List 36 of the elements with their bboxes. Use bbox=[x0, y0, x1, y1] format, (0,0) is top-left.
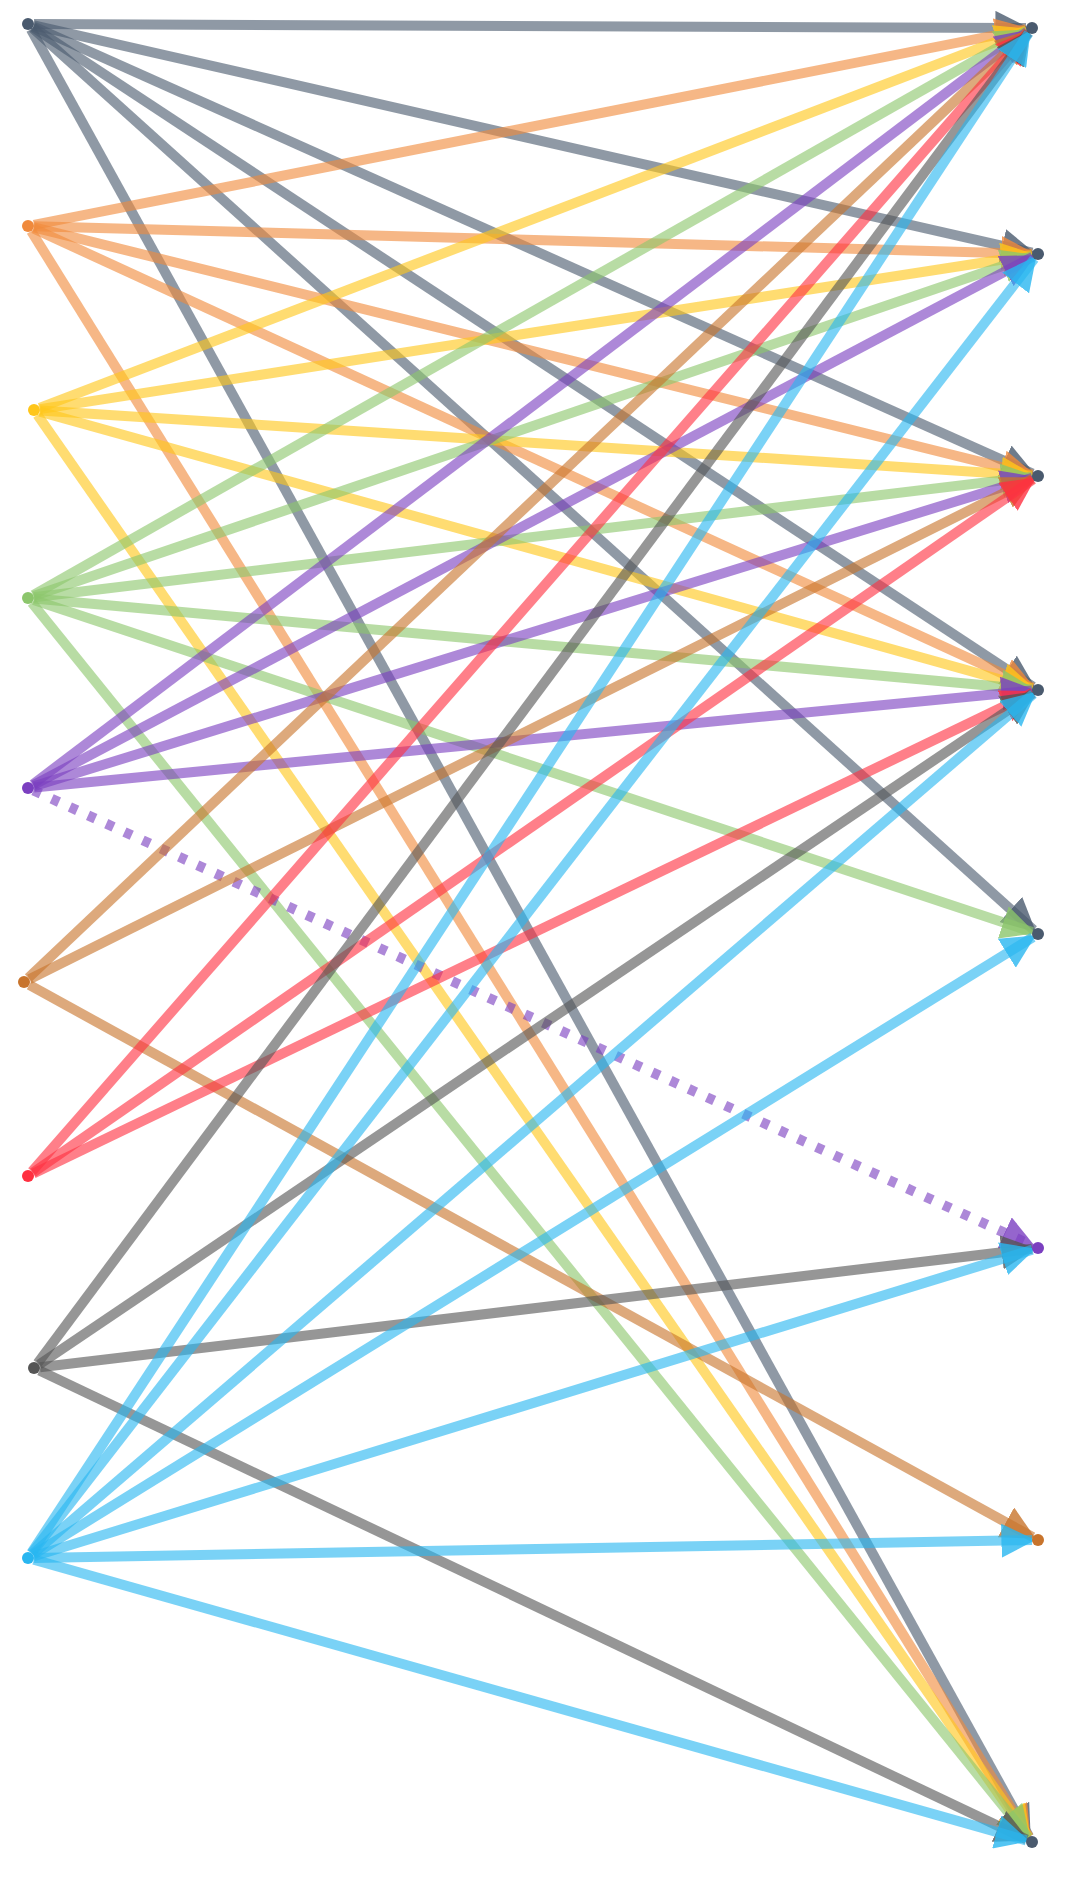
point-dot bbox=[22, 1552, 34, 1564]
arrow bbox=[32, 1554, 1030, 1849]
arrow bbox=[33, 676, 1036, 793]
point-dot bbox=[1032, 1534, 1044, 1546]
point-dot bbox=[1032, 1242, 1044, 1254]
arrow bbox=[32, 249, 1036, 601]
arrow bbox=[32, 470, 1036, 791]
arrow bbox=[32, 1242, 1036, 1561]
arrow bbox=[33, 593, 1036, 704]
point-dot bbox=[18, 976, 30, 988]
point-dot bbox=[1032, 470, 1044, 482]
point-dot bbox=[22, 782, 34, 794]
point-dot bbox=[22, 1170, 34, 1182]
point-dot bbox=[1026, 1836, 1038, 1848]
arrow bbox=[32, 595, 1036, 939]
arrow bbox=[29, 690, 1037, 1558]
point-dot bbox=[22, 18, 34, 30]
point-dot bbox=[28, 1362, 40, 1374]
point-dot bbox=[28, 404, 40, 416]
dotted-arrow bbox=[31, 785, 1036, 1251]
point-dot bbox=[1032, 684, 1044, 696]
arrow bbox=[30, 475, 1036, 1177]
arrow bbox=[33, 463, 1036, 603]
arrow bbox=[27, 255, 1039, 1557]
point-dot bbox=[22, 592, 34, 604]
arrow bbox=[39, 1235, 1036, 1373]
arrow bbox=[36, 689, 1036, 1369]
arrow bbox=[31, 688, 1036, 1178]
point-dot bbox=[1032, 248, 1044, 260]
point-dot bbox=[1026, 22, 1038, 34]
point-dot bbox=[1032, 928, 1044, 940]
arrow bbox=[37, 1366, 1030, 1844]
arrow bbox=[27, 474, 1036, 984]
arrow bbox=[33, 1523, 1036, 1563]
point-dot bbox=[22, 220, 34, 232]
arrow bbox=[37, 25, 1030, 413]
